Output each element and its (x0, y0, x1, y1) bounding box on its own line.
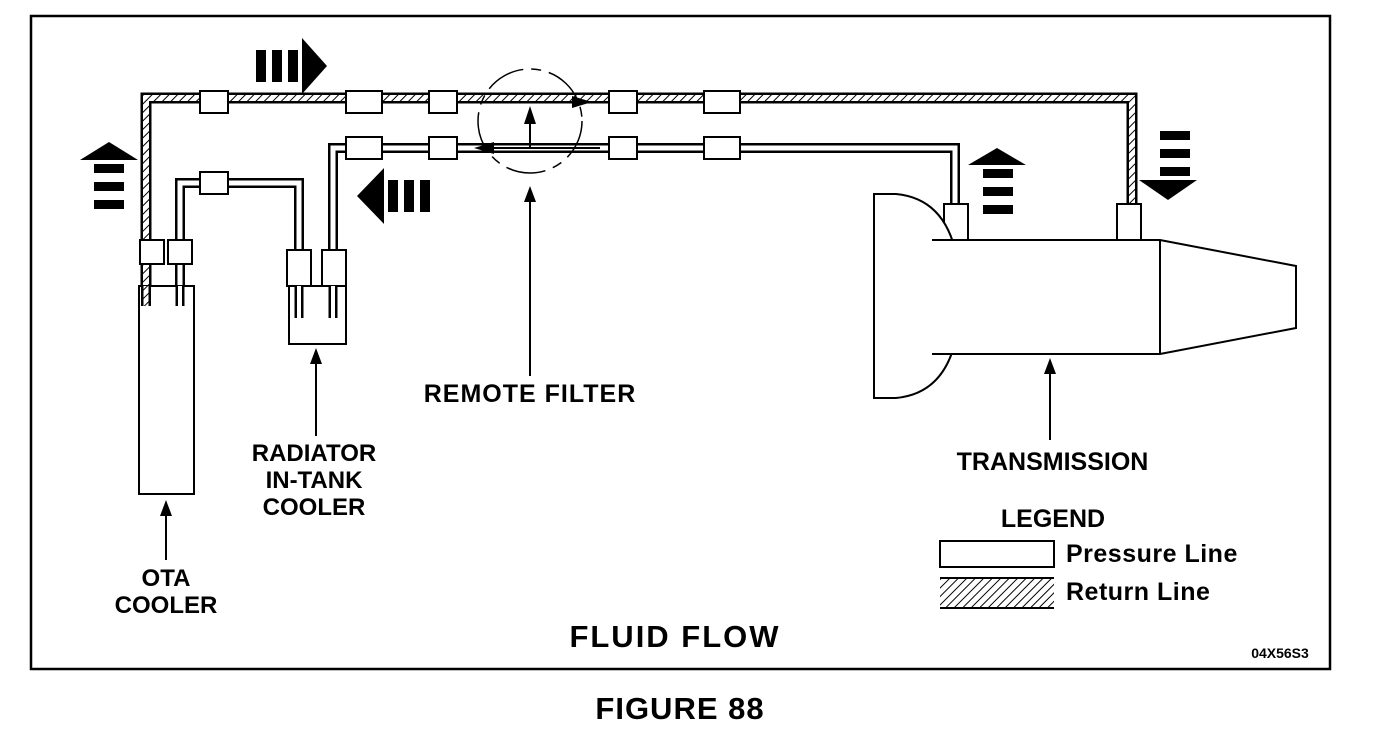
flow-arrow-right (256, 38, 327, 94)
radiator-cooler-label-line3: COOLER (262, 493, 366, 521)
ota-cooler-label-line1: OTA (141, 565, 191, 592)
line-fittings (139, 90, 1142, 287)
radiator-cooler-label-line2: IN-TANK (265, 466, 363, 494)
flow-arrow-up-transmission (968, 148, 1026, 214)
diagram-frame (29, 14, 1332, 671)
transmission (873, 193, 1297, 399)
remote-filter (470, 68, 600, 174)
flow-arrow-left (357, 168, 430, 224)
radiator-cooler-label: RADIATOR IN-TANK COOLER (234, 440, 394, 522)
ota-cooler (138, 285, 195, 495)
flow-arrow-up-ota (80, 142, 138, 209)
legend-pressure-label: Pressure Line (1066, 540, 1238, 568)
diagram-title: FLUID FLOW (569, 619, 781, 654)
legend-pressure-swatch (939, 540, 1055, 568)
remote-filter-label: REMOTE FILTER (423, 380, 637, 408)
figure-caption: FIGURE 88 (595, 691, 765, 726)
leader-lines (160, 186, 1056, 560)
ota-cooler-label-line2: COOLER (114, 591, 218, 619)
figure-code: 04X56S3 (1251, 645, 1309, 661)
flow-arrow-down-transmission (1139, 131, 1197, 200)
legend-title: LEGEND (1000, 505, 1106, 533)
legend-return-swatch (940, 577, 1054, 609)
ota-cooler-label: OTA COOLER (96, 565, 236, 620)
transmission-label: TRANSMISSION (956, 448, 1149, 476)
radiator-cooler-label-line1: RADIATOR (251, 440, 377, 467)
legend-return-label: Return Line (1066, 578, 1211, 606)
